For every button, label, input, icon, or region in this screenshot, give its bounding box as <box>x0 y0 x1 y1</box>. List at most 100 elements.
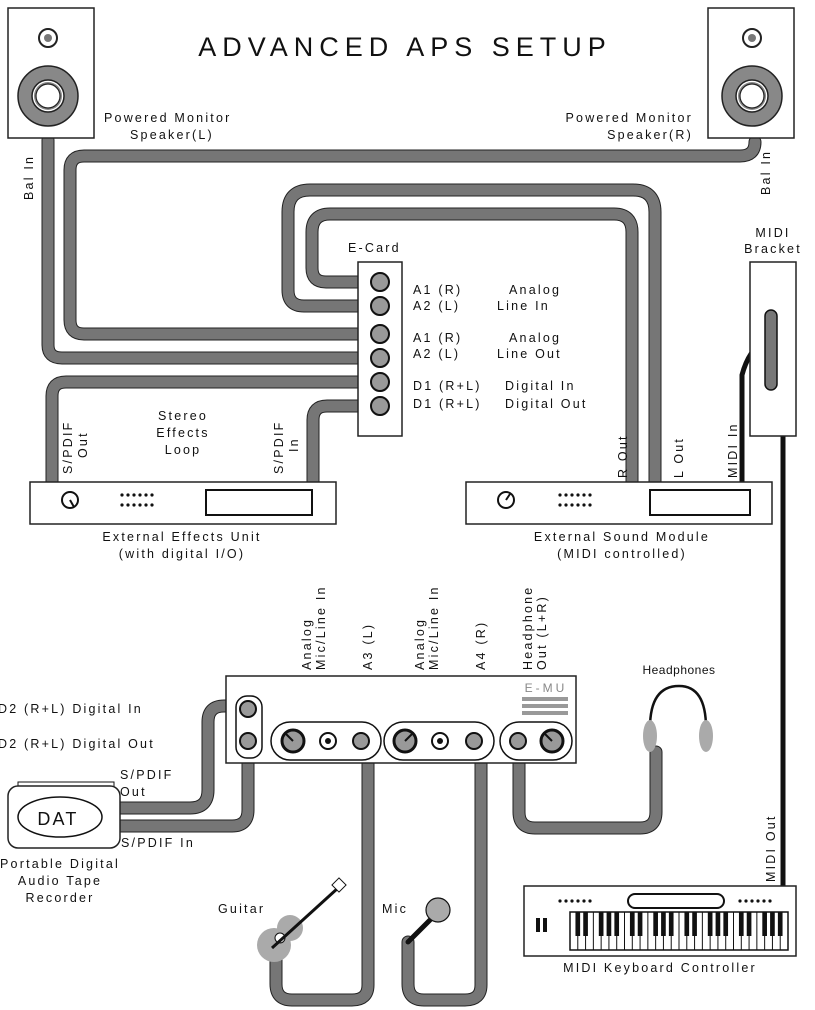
effects-spdif-in-2: In <box>287 437 301 452</box>
guitar-icon <box>257 877 347 962</box>
cables <box>41 133 786 1007</box>
keyboard-name: MIDI Keyboard Controller <box>563 961 757 975</box>
module-midi-in: MIDI In <box>726 422 740 478</box>
speaker-left-port: Bal In <box>22 155 36 200</box>
emu-logo-bars <box>522 697 568 715</box>
effects-name-2: (with digital I/O) <box>119 547 245 561</box>
black-key <box>606 912 612 936</box>
black-key <box>668 912 674 936</box>
speaker-left-label-2: Speaker(L) <box>130 128 214 142</box>
module-name-1: External Sound Module <box>534 530 710 544</box>
ecard-row-5-desc: Digital In <box>505 379 576 393</box>
midi-keyboard <box>523 885 797 957</box>
input-3-label-2: Mic/Line In <box>427 585 441 670</box>
dat-spdif-out-1: S/PDIF <box>120 768 173 782</box>
mic-icon <box>405 897 451 945</box>
black-key <box>707 912 713 936</box>
mic-label: Mic <box>382 902 408 916</box>
midi-bracket-label-1: MIDI <box>755 226 790 240</box>
black-key <box>723 912 729 936</box>
black-key <box>614 912 620 936</box>
dat-spdif-in: S/PDIF In <box>121 836 195 850</box>
midi-bracket-label-2: Bracket <box>744 242 802 256</box>
black-key <box>661 912 666 936</box>
dat-badge: DAT <box>37 809 78 829</box>
midi-bracket-slot <box>764 309 778 391</box>
effects-unit <box>29 481 337 525</box>
ecard-jacks <box>370 272 390 416</box>
keyboard-keys <box>575 912 783 950</box>
effects-spdif-out-1: S/PDIF <box>61 421 75 474</box>
headphones-label: Headphones <box>642 663 715 677</box>
d2-digital-in: D2 (R+L) Digital In <box>0 702 143 716</box>
ecard-row-3-ch: A1 (R) <box>413 331 462 345</box>
headphones-icon <box>643 684 713 752</box>
black-key <box>762 912 767 936</box>
black-key <box>770 912 775 936</box>
cable-guitar <box>269 735 375 1007</box>
ecard-row-6-ch: D1 (R+L) <box>413 397 482 411</box>
module-name-2: (MIDI controlled) <box>557 547 687 561</box>
input-5-label-1: Headphone <box>521 586 535 670</box>
ecard-row-3-desc: Analog <box>509 331 561 345</box>
black-key <box>575 912 581 936</box>
ecard-row-1-desc: Analog <box>509 283 561 297</box>
emu-logo: E-MU <box>525 681 568 695</box>
black-key <box>598 912 604 936</box>
dat-recorder <box>7 781 121 849</box>
dat-name-1: Portable Digital <box>0 857 120 871</box>
input-2-label: A3 (L) <box>361 623 375 670</box>
cable-left-speaker <box>41 133 387 365</box>
speaker-right-label-2: Speaker(R) <box>607 128 693 142</box>
keyboard-midi-out: MIDI Out <box>764 814 778 882</box>
ecard-row-1-ch: A1 (R) <box>413 283 462 297</box>
speaker-left-label-1: Powered Monitor <box>104 111 232 125</box>
black-key <box>715 912 721 936</box>
black-key <box>583 912 588 936</box>
input-1-label-1: Analog <box>300 618 314 670</box>
speaker-right-label-1: Powered Monitor <box>566 111 694 125</box>
input-5-label-2: Out (L+R) <box>535 595 549 670</box>
dat-name-3: Recorder <box>25 891 94 905</box>
effects-loop-2: Effects <box>156 426 209 440</box>
ecard-row-4-desc: Line Out <box>497 347 562 361</box>
d2-digital-out: D2 (R+L) Digital Out <box>0 737 155 751</box>
effects-unit-dots <box>120 493 154 507</box>
effects-spdif-in-1: S/PDIF <box>272 421 286 474</box>
ecard-row-4-ch: A2 (L) <box>413 347 460 361</box>
effects-spdif-out-2: Out <box>76 431 90 458</box>
module-r-out: R Out <box>616 434 630 478</box>
interface-knobs <box>280 728 565 754</box>
dat-name-2: Audio Tape <box>18 874 102 888</box>
input-3-label-1: Analog <box>413 618 427 670</box>
sound-module-dots <box>558 493 592 507</box>
ecard-title: E-Card <box>348 241 401 255</box>
black-key <box>653 912 658 936</box>
black-key <box>746 912 752 936</box>
black-key <box>738 912 744 936</box>
speaker-right <box>707 7 795 139</box>
black-key <box>637 912 643 936</box>
speaker-left <box>7 7 95 139</box>
cable-effects-spdif-out <box>45 375 387 492</box>
ecard-row-5-ch: D1 (R+L) <box>413 379 482 393</box>
guitar-label: Guitar <box>218 902 265 916</box>
page-title: ADVANCED APS SETUP <box>198 32 612 62</box>
effects-loop-3: Loop <box>165 443 202 457</box>
keyboard-dots <box>558 899 772 903</box>
black-key <box>684 912 690 936</box>
ecard-row-6-desc: Digital Out <box>505 397 588 411</box>
black-key <box>692 912 697 936</box>
effects-loop-1: Stereo <box>158 409 208 423</box>
input-1-label-2: Mic/Line In <box>314 585 328 670</box>
speaker-right-port: Bal In <box>759 150 773 195</box>
input-4-label: A4 (R) <box>474 621 488 670</box>
ecard-row-2-desc: Line In <box>497 299 550 313</box>
cable-mic <box>401 735 488 1007</box>
black-key <box>777 912 783 936</box>
black-key <box>629 912 635 936</box>
module-l-out: L Out <box>672 437 686 478</box>
effects-name-1: External Effects Unit <box>102 530 261 544</box>
ecard-row-2-ch: A2 (L) <box>413 299 460 313</box>
